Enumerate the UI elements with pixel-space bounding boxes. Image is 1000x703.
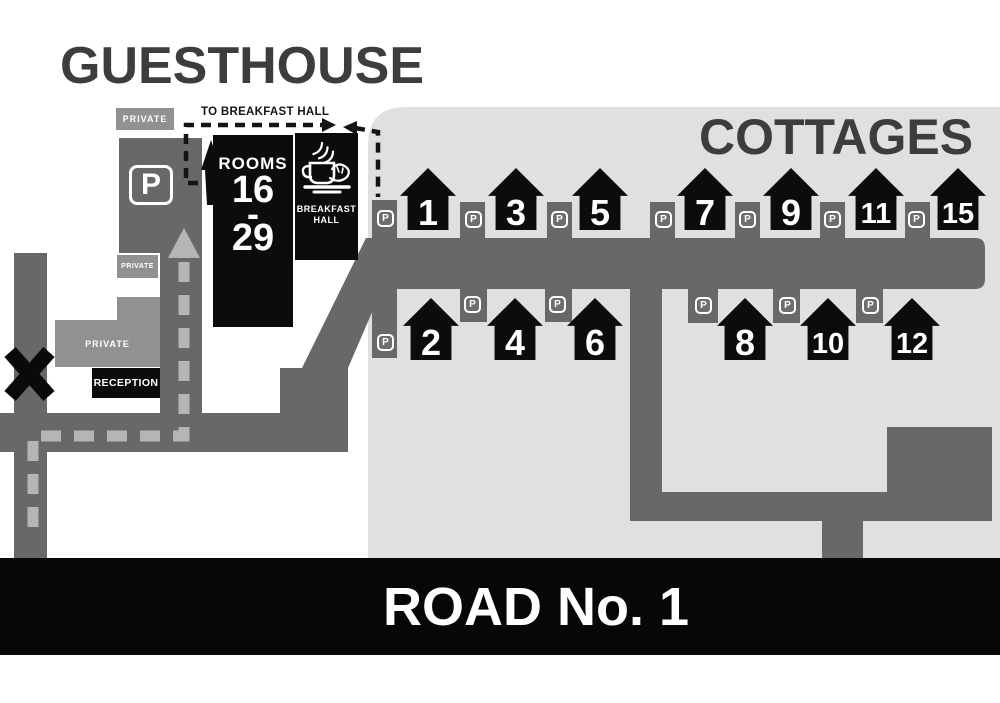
guesthouse-title: GUESTHOUSE (60, 37, 425, 95)
parking-badge-12: P (862, 297, 879, 314)
road-no-1-label: ROAD No. 1 (382, 576, 690, 637)
road-exit-stub (822, 521, 863, 558)
rooms-building: ROOMS 16 - 29 (213, 135, 293, 327)
cottage-number: 2 (420, 321, 442, 363)
private-area-3: PRIVATE (55, 320, 160, 367)
parking-badge-10: P (779, 297, 796, 314)
east-parking-area (887, 427, 992, 521)
south-road (630, 288, 662, 521)
cottage-number: 5 (589, 191, 611, 233)
road-network (0, 138, 992, 558)
route-arrow-left-icon (343, 121, 357, 135)
breakfast-hall-label-line1: BREAKFAST (296, 204, 357, 214)
cottages-title: COTTAGES (699, 109, 974, 165)
route-arrow-right-icon (322, 118, 336, 132)
reception-route-path (27, 228, 200, 527)
parking-badge-3: P (465, 211, 482, 228)
cottage-number: 3 (505, 191, 527, 233)
cottage-7: 7 (677, 168, 733, 230)
coffee-cup-icon (301, 141, 351, 194)
main-cottage-road (366, 238, 985, 289)
road-no-1-band: ROAD No. 1 (0, 558, 1000, 655)
diagonal-road (302, 238, 404, 368)
road-closed-x-icon (4, 347, 55, 401)
parking-badge-15: P (908, 211, 925, 228)
parking-badge-7: P (655, 211, 672, 228)
to-breakfast-hall-label: TO BREAKFAST HALL (201, 106, 330, 118)
cottage-number: 7 (694, 191, 716, 233)
cottage-number: 12 (895, 327, 929, 360)
breakfast-hall-building: BREAKFAST HALL (295, 133, 358, 260)
private-area-1: PRIVATE (116, 108, 174, 130)
rooms-to: 29 (231, 217, 275, 259)
parking-badge-9: P (739, 211, 756, 228)
rooms-label: ROOMS (218, 154, 288, 173)
parking-badge-1: P (377, 210, 394, 227)
main-parking-sign: P (129, 165, 173, 205)
cottage-number: 8 (734, 321, 756, 363)
parking-badge-6: P (549, 296, 566, 313)
reception-box: RECEPTION (92, 368, 160, 398)
cottage-number: 9 (780, 191, 802, 233)
parking-badge-11: P (824, 211, 841, 228)
cottage-number: 15 (941, 197, 975, 230)
private-area-3-wing (117, 297, 160, 322)
cottage-number: 10 (811, 327, 845, 360)
route-arrow-up-icon (168, 228, 200, 258)
parking-badge-5: P (551, 211, 568, 228)
breakfast-route-west (183, 118, 336, 186)
cottage-number: 1 (417, 191, 439, 233)
breakfast-hall-label-line2: HALL (313, 215, 340, 225)
parking-badge-4: P (464, 296, 481, 313)
cottage-number: 6 (584, 321, 606, 363)
cottage-number: 11 (860, 197, 892, 230)
rooms-from: 16 (231, 169, 275, 211)
private-area-2: PRIVATE (117, 255, 158, 278)
cottage-number: 4 (504, 321, 526, 363)
parking-badge-8: P (695, 297, 712, 314)
parking-badge-2: P (377, 334, 394, 351)
breakfast-route-east (343, 121, 381, 197)
